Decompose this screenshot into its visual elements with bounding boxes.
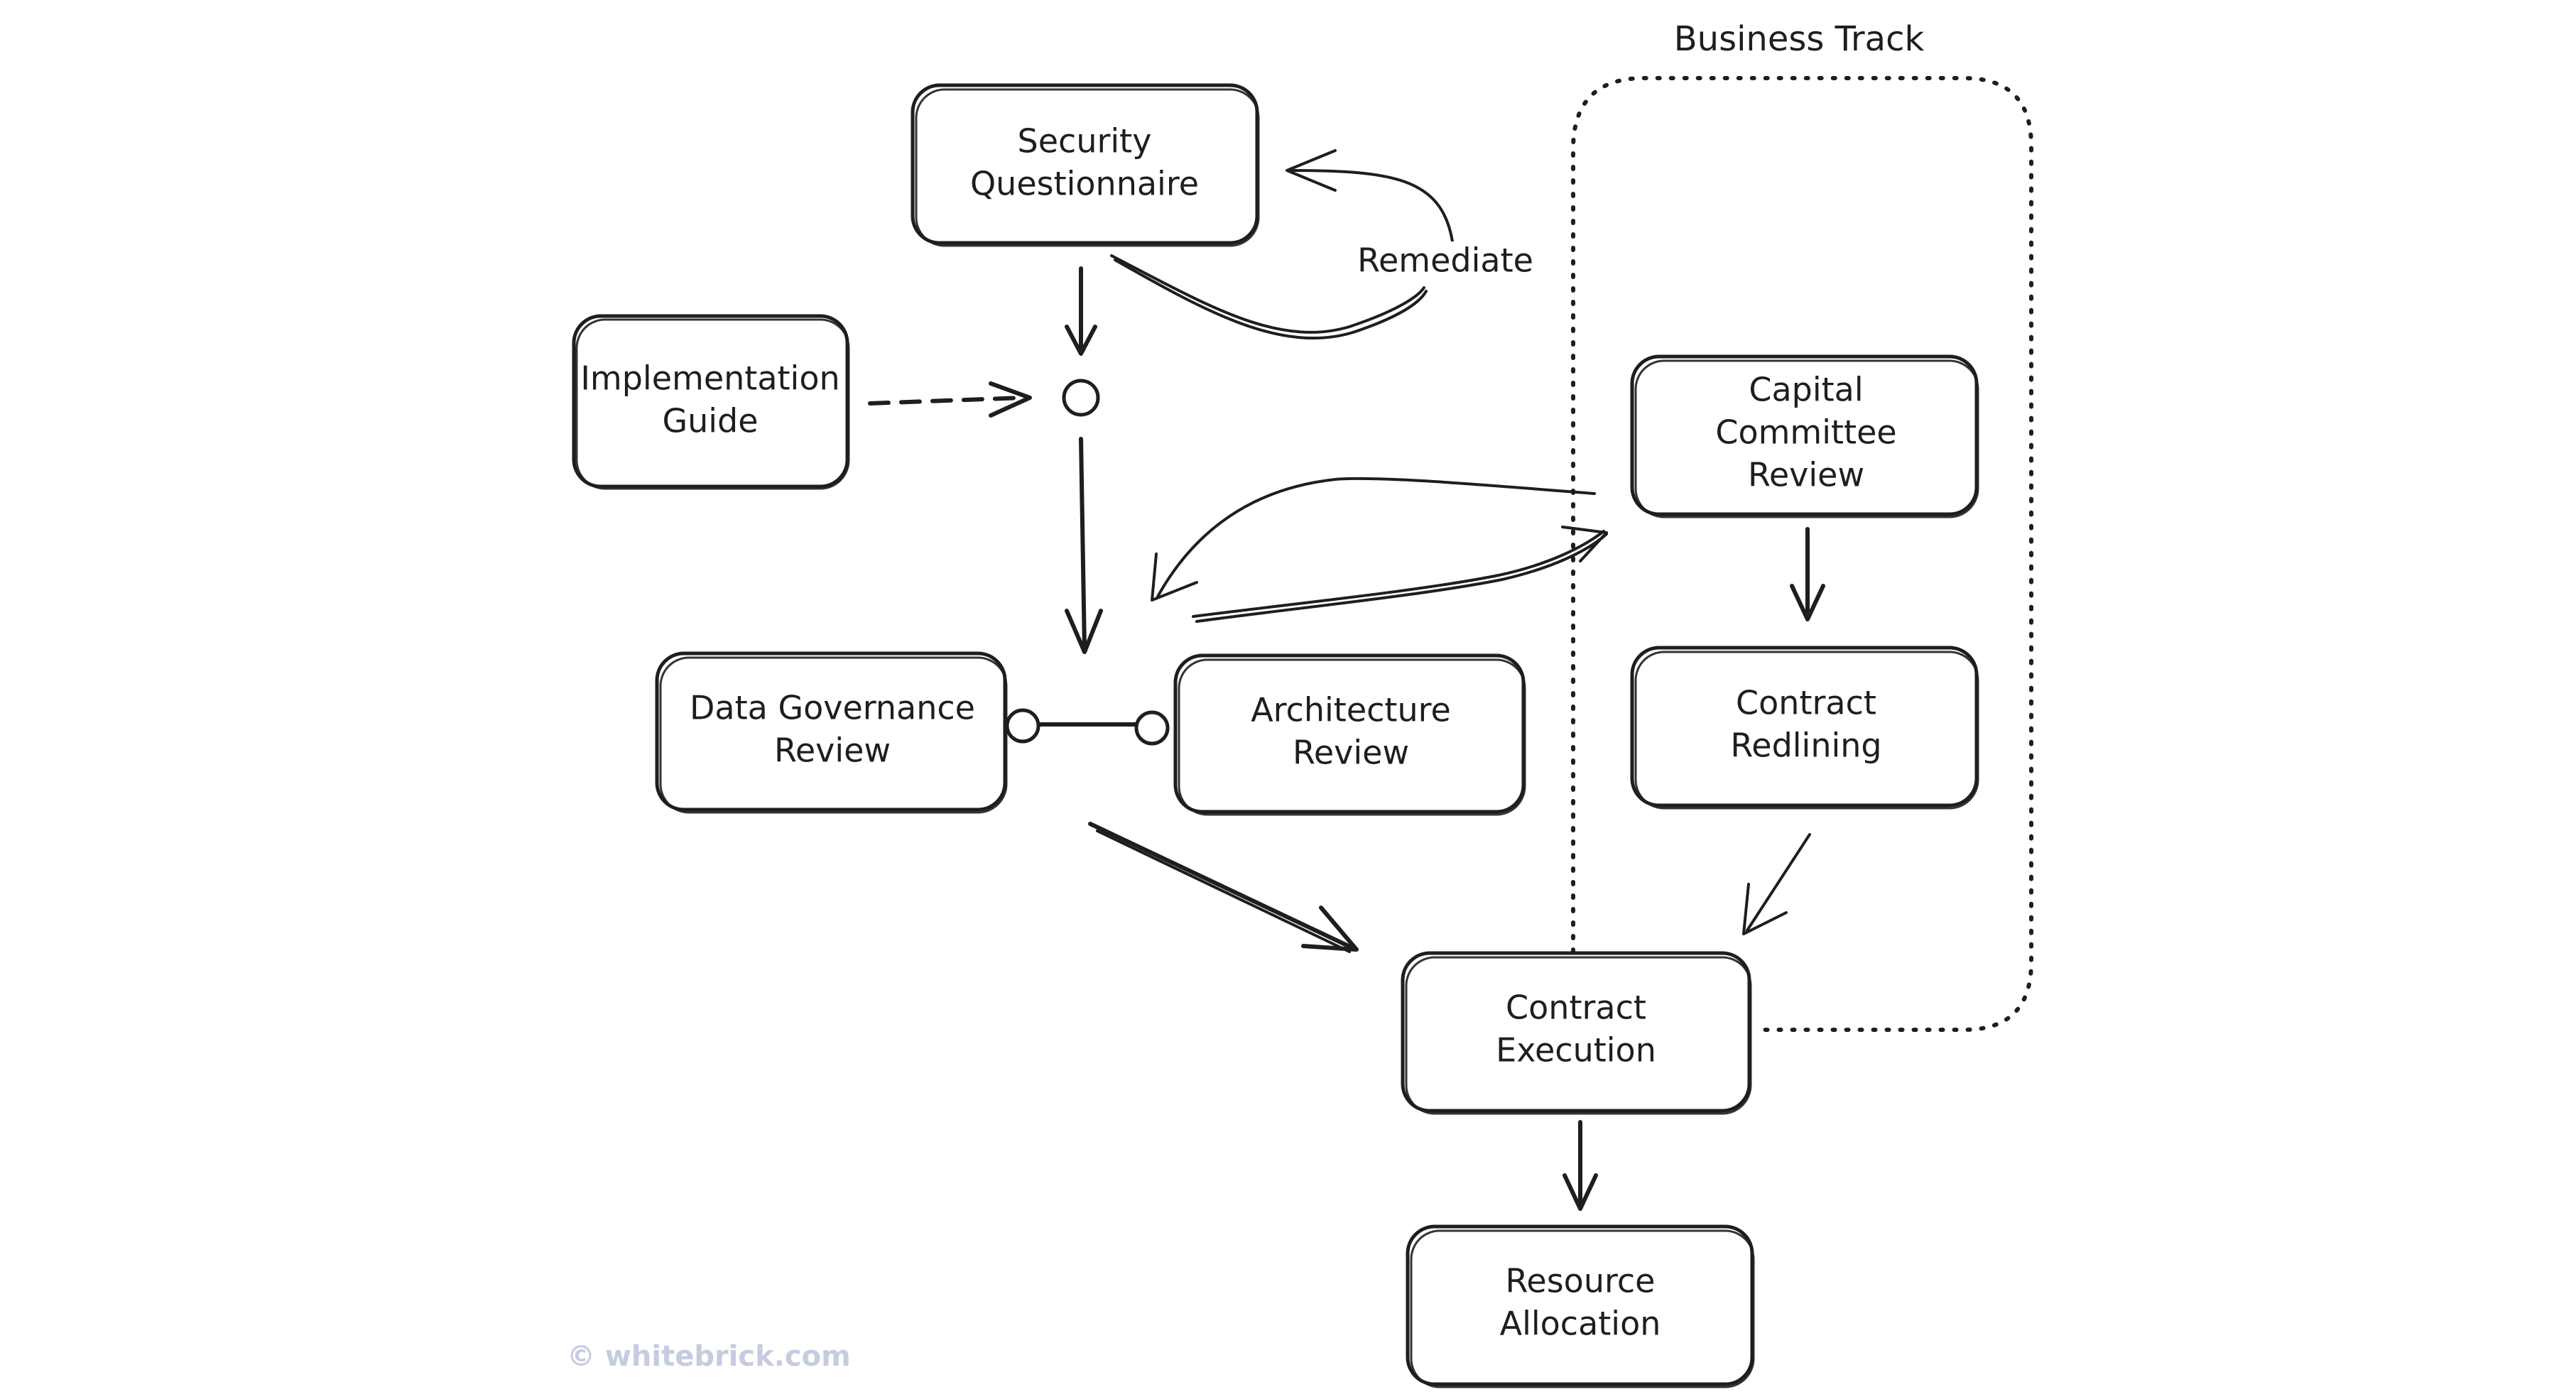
edge-governance-to-execution-2 <box>1096 830 1351 953</box>
edge-remediate-up <box>1288 169 1454 243</box>
node-label-line: Review <box>774 732 891 770</box>
node-label-line: Redlining <box>1730 727 1881 765</box>
node-architecture-review[interactable]: Architecture Review <box>1173 653 1526 816</box>
edge-remediate-curve-2 <box>1114 259 1428 340</box>
node-security-questionnaire[interactable]: Security Questionnaire <box>911 83 1260 247</box>
business-track-title: Business Track <box>1674 19 1925 59</box>
node-data-governance-review[interactable]: Data Governance Review <box>655 651 1008 814</box>
node-label-line: Capital <box>1749 371 1863 409</box>
node-label-line: Contract <box>1736 684 1876 722</box>
node-label-line: Resource <box>1506 1262 1656 1300</box>
node-capital-committee-review[interactable]: Capital Committee Review <box>1630 354 1979 518</box>
edge-remediate-curve <box>1110 254 1425 334</box>
business-track-group: Business Track <box>1571 19 2033 1032</box>
node-label-line: Execution <box>1496 1031 1656 1070</box>
edge-capital-to-governance-head <box>1151 553 1198 602</box>
node-label-line: Committee <box>1715 413 1896 452</box>
edge-junction-to-governance <box>1079 437 1087 652</box>
node-label-line: Allocation <box>1500 1305 1661 1343</box>
node-label-line: Review <box>1293 734 1409 772</box>
node-label-line: Review <box>1748 456 1864 494</box>
edge-governance-to-capital-2 <box>1195 533 1608 623</box>
node-contract-execution[interactable]: Contract Execution <box>1401 951 1752 1115</box>
node-label-line: Contract <box>1506 989 1646 1027</box>
remediate-label: Remediate <box>1357 241 1533 280</box>
edge-execution-to-resource-head <box>1563 1173 1598 1211</box>
node-label-line: Security <box>1018 122 1152 161</box>
edge-redlining-to-execution-head <box>1742 883 1788 935</box>
edge-capital-to-redlining-head <box>1790 584 1825 621</box>
edge-security-to-junction-head <box>1065 325 1097 356</box>
node-label-line: Guide <box>662 402 758 440</box>
edge-remediate-head <box>1286 149 1337 192</box>
edge-redlining-to-execution <box>1746 833 1811 932</box>
edge-guide-to-junction-head <box>989 381 1032 418</box>
node-label-line: Data Governance <box>690 689 975 727</box>
node-label-line: Questionnaire <box>970 165 1199 203</box>
node-label-line: Implementation <box>580 359 839 398</box>
merge-junction <box>1062 379 1100 417</box>
remediate-label-group: Remediate <box>1353 241 1538 284</box>
edge-junction-to-governance-head <box>1065 609 1103 654</box>
edge-capital-to-governance <box>1156 477 1596 598</box>
edge-governance-to-capital <box>1192 530 1605 618</box>
node-resource-allocation[interactable]: Resource Allocation <box>1406 1224 1755 1388</box>
link-end-architecture <box>1134 710 1170 746</box>
edge-governance-to-execution <box>1088 822 1355 950</box>
link-end-governance <box>1005 708 1040 744</box>
node-implementation-guide[interactable]: Implementation Guide <box>572 314 850 490</box>
edge-guide-to-junction <box>868 396 1025 406</box>
business-track-boundary <box>1571 76 2033 1032</box>
edge-governance-to-capital-head <box>1561 526 1608 562</box>
edge-governance-to-execution-head <box>1301 906 1359 952</box>
node-contract-redlining[interactable]: Contract Redlining <box>1630 646 1979 810</box>
watermark: © whitebrick.com <box>567 1340 851 1373</box>
node-label-line: Architecture <box>1251 691 1451 729</box>
